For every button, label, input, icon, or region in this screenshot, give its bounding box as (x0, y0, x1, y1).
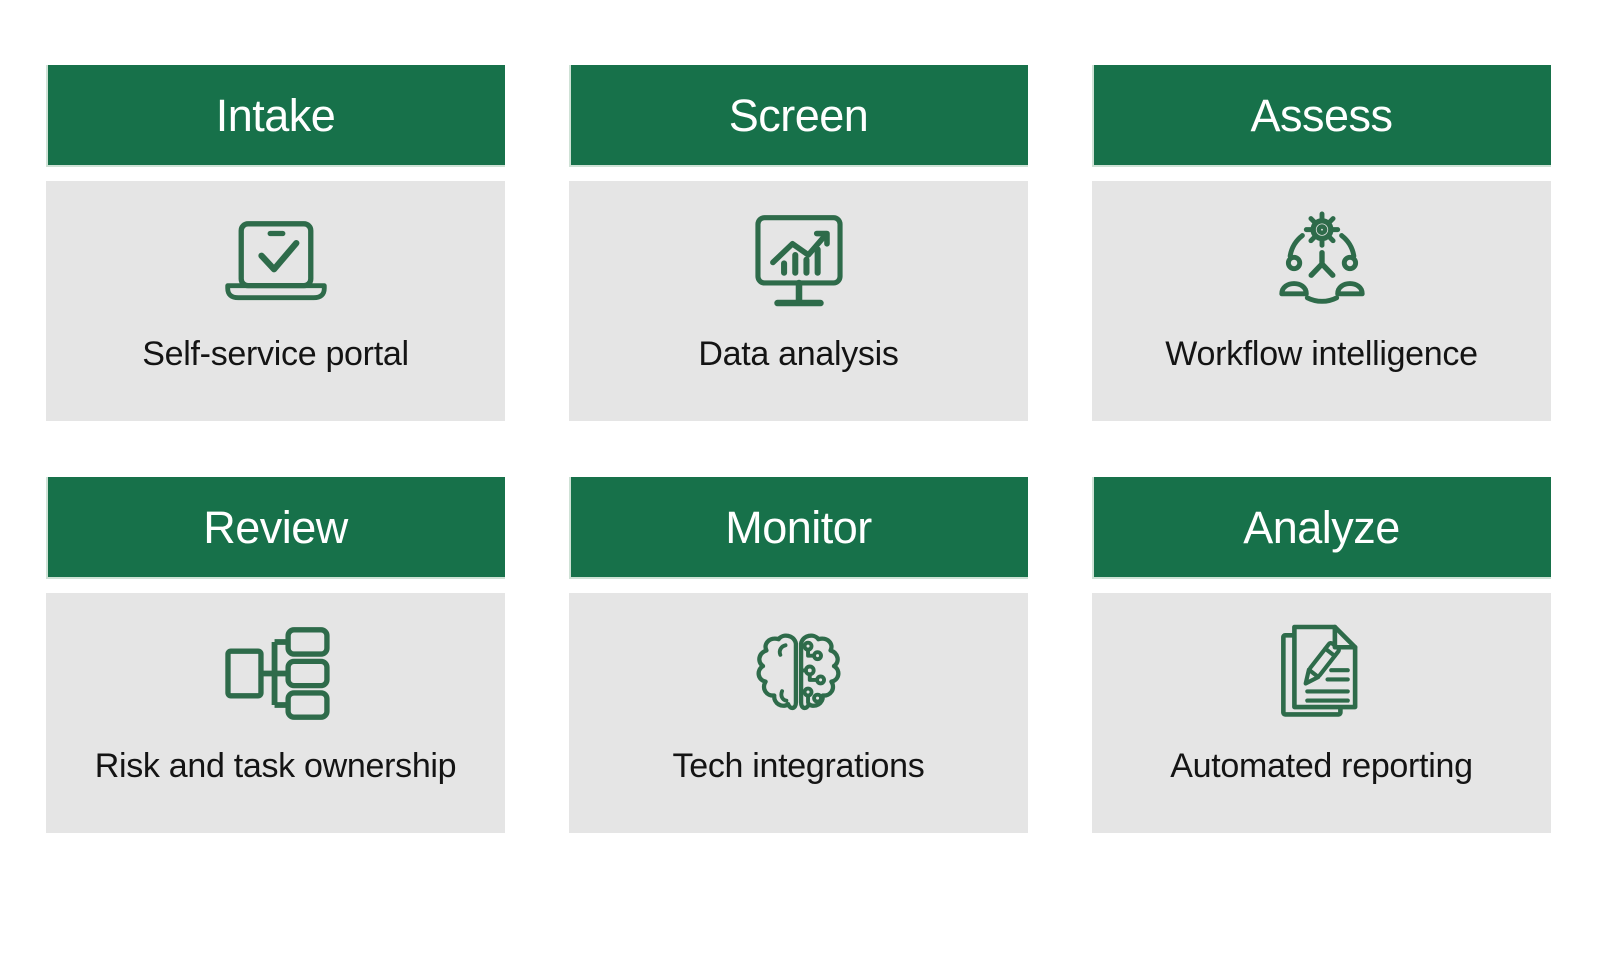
icon-wrap (1268, 181, 1376, 336)
icon-wrap (220, 593, 332, 748)
icon-wrap (1276, 593, 1368, 748)
card-analyze: Analyze Automa (1092, 477, 1551, 833)
card-body-analyze: Automated reporting (1092, 593, 1551, 833)
card-title: Monitor (725, 502, 872, 553)
workflow-gear-people-icon (1278, 211, 1365, 304)
laptop-check-icon (224, 220, 327, 300)
card-header-screen: Screen (569, 65, 1028, 167)
card-title: Analyze (1243, 502, 1400, 553)
card-title: Intake (215, 90, 336, 141)
card-title: Assess (1250, 90, 1393, 141)
icon-wrap (743, 181, 855, 336)
icon-wrap (750, 593, 847, 748)
card-header-assess: Assess (1092, 65, 1551, 167)
card-header-review: Review (46, 477, 505, 579)
card-review: Review Risk and task ownership (46, 477, 505, 833)
icon-wrap (218, 181, 334, 336)
circuit-brain-icon (756, 633, 841, 711)
card-body-monitor: Tech integrations (569, 593, 1028, 833)
card-body-assess: Workflow intelligence (1092, 181, 1551, 421)
card-header-analyze: Analyze (1092, 477, 1551, 579)
card-label: Data analysis (698, 334, 899, 373)
card-label: Automated reporting (1170, 746, 1473, 785)
card-intake: Intake Self-service portal (46, 65, 505, 421)
card-body-screen: Data analysis (569, 181, 1028, 421)
card-header-intake: Intake (46, 65, 505, 167)
card-label: Risk and task ownership (94, 746, 457, 785)
card-header-monitor: Monitor (569, 477, 1028, 579)
card-body-review: Risk and task ownership (46, 593, 505, 833)
process-board: Intake Self-service portal Screen (46, 65, 1600, 833)
monitor-chart-icon (754, 214, 843, 307)
report-pencil-icon (1280, 624, 1357, 717)
card-label: Workflow intelligence (1165, 334, 1478, 373)
card-title: Screen (728, 90, 869, 141)
card-monitor: Monitor (569, 477, 1028, 833)
card-title: Review (203, 502, 348, 553)
card-label: Self-service portal (142, 334, 409, 373)
org-chart-icon (224, 626, 330, 720)
card-assess: Assess (1092, 65, 1551, 421)
card-label: Tech integrations (672, 746, 925, 785)
card-body-intake: Self-service portal (46, 181, 505, 421)
card-screen: Screen Data analysis (569, 65, 1028, 421)
